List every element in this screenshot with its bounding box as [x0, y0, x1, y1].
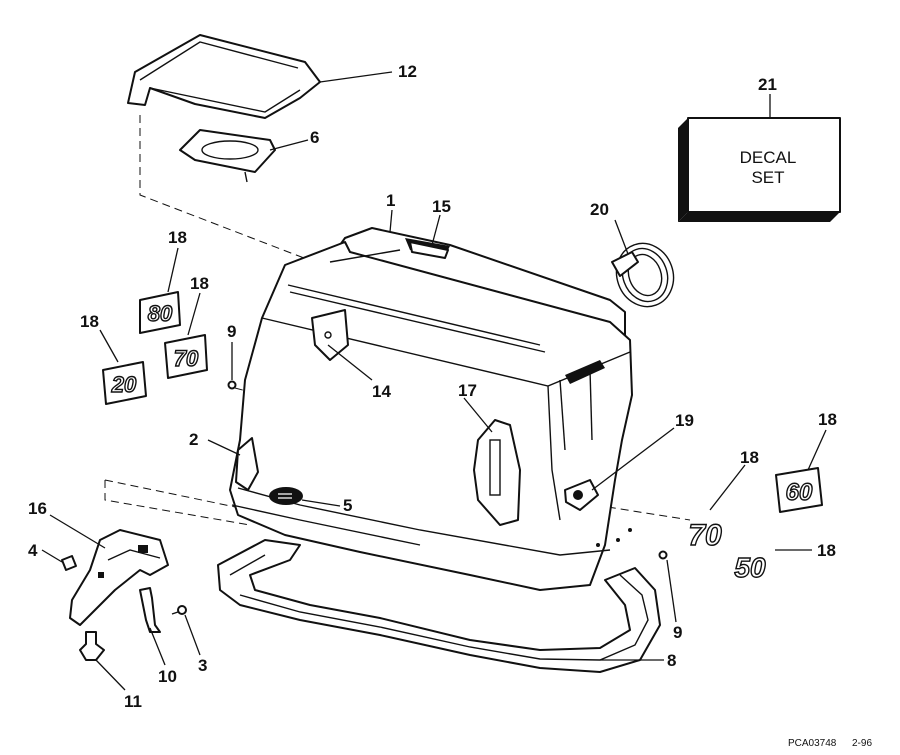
decal-set-line2: SET [751, 168, 784, 187]
callout-1: 1 [386, 191, 395, 210]
decal-20-text: 20 [111, 372, 137, 397]
part-6-grommet [179, 129, 276, 183]
part-18-decal-80: 80 [139, 291, 181, 334]
callout-4: 4 [28, 541, 38, 560]
decal-50-text: 50 [734, 552, 766, 583]
callout-17: 17 [458, 381, 477, 400]
leader-lines [41, 71, 827, 691]
callout-18c: 18 [80, 312, 99, 331]
callout-9a: 9 [227, 322, 236, 341]
callout-18e: 18 [818, 410, 837, 429]
callout-18f: 18 [817, 541, 836, 560]
footer-date: 2-96 [852, 738, 872, 749]
part-21-decal-box: DECAL SET [678, 117, 841, 222]
part-14-latch-plate [311, 309, 349, 361]
callout-10: 10 [158, 667, 177, 686]
part-18-decal-50: 50 [734, 551, 767, 583]
part-17-handle [473, 419, 521, 526]
callout-20: 20 [590, 200, 609, 219]
callout-2: 2 [189, 430, 198, 449]
callout-18d: 18 [740, 448, 759, 467]
callout-16: 16 [28, 499, 47, 518]
callout-18b: 18 [190, 274, 209, 293]
part-16-bracket [69, 529, 169, 626]
decal-70-right-text: 70 [688, 519, 722, 552]
footer: PCA03748 2-96 [788, 738, 872, 749]
callout-21: 21 [758, 75, 777, 94]
callout-numbers: 12 6 1 15 20 21 18 18 18 9 14 17 2 5 19 … [28, 62, 837, 711]
part-18-decal-70-right: 70 [688, 518, 723, 552]
part-9-screw-left [227, 380, 237, 390]
part-8-seal [217, 539, 661, 673]
part-5-emblem [269, 487, 303, 505]
decal-80-text: 80 [148, 301, 173, 326]
callout-18a: 18 [168, 228, 187, 247]
decal-60-text: 60 [786, 479, 813, 506]
callout-6: 6 [310, 128, 319, 147]
callout-9b: 9 [673, 623, 682, 642]
decal-set-line1: DECAL [740, 148, 797, 167]
part-20-harness [611, 242, 675, 308]
part-12-top-cover [127, 34, 321, 119]
part-19-grommet [564, 479, 599, 511]
callout-3: 3 [198, 656, 207, 675]
part-18-decal-20: 20 [102, 361, 147, 405]
part-4-nut [61, 555, 77, 571]
part-10-spring-clip [139, 587, 161, 633]
part-18-decal-60: 60 [775, 467, 823, 513]
callout-15: 15 [432, 197, 451, 216]
part-2-clip [235, 437, 259, 491]
part-3-screw [171, 605, 187, 615]
callout-11: 11 [124, 692, 142, 711]
callout-8: 8 [667, 651, 676, 670]
callout-19: 19 [675, 411, 694, 430]
part-15-top-latch [409, 241, 449, 259]
callout-5: 5 [343, 496, 352, 515]
decal-70-left-text: 70 [174, 346, 199, 371]
part-18-decal-70-left: 70 [164, 334, 208, 379]
part-9-screw-right [658, 550, 668, 560]
callout-14: 14 [372, 382, 391, 401]
footer-part-code: PCA03748 [788, 738, 837, 749]
callout-12: 12 [398, 62, 417, 81]
part-11-pin [79, 631, 105, 661]
part-1-motor-cover [229, 227, 633, 591]
